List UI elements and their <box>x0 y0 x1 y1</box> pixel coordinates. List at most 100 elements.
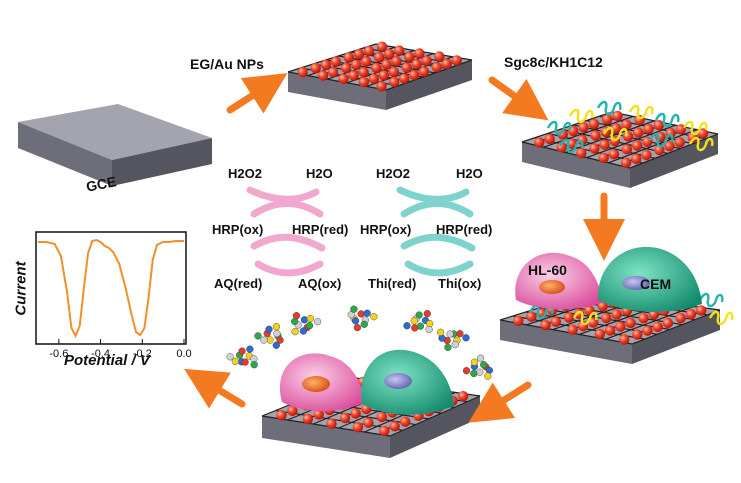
gold-nanoparticle <box>399 73 410 84</box>
left-cycle-h2o2: H2O2 <box>228 166 262 181</box>
probe-bead <box>246 345 254 353</box>
gold-nanoparticle <box>338 73 349 85</box>
gold-nanoparticle <box>654 144 665 156</box>
probe-bead <box>291 328 299 336</box>
right-cycle-thi-ox: Thi(ox) <box>438 276 482 291</box>
gold-nanoparticle <box>371 62 382 74</box>
gold-nanoparticle <box>632 140 643 151</box>
gold-nanoparticle <box>434 51 445 62</box>
gold-nanoparticle <box>589 143 600 154</box>
gold-nanoparticle <box>457 391 469 402</box>
gold-nanoparticle <box>526 311 537 322</box>
gold-nanoparticle <box>320 59 331 70</box>
graphene-line <box>608 129 698 164</box>
gold-nanoparticle <box>391 56 402 67</box>
electrode-gce <box>18 104 212 186</box>
aptamer-strand <box>682 120 708 136</box>
gold-nanoparticle <box>598 152 609 164</box>
gold-nanoparticle <box>674 137 685 148</box>
arrow-cells-to-final <box>468 381 532 423</box>
left-cycle-h2o: H2O <box>306 166 333 181</box>
gold-nanoparticle <box>411 58 422 70</box>
probe-bead <box>415 311 423 319</box>
gold-nanoparticle <box>544 133 555 145</box>
gold-nanoparticle <box>563 312 575 323</box>
plot-y-axis-label: Current <box>12 261 30 316</box>
nanoprobe-cluster <box>254 323 284 349</box>
probe-bead <box>462 334 470 342</box>
gold-nanoparticle <box>376 411 387 423</box>
graphene-line <box>389 395 481 437</box>
nanoprobe-cluster <box>226 345 258 369</box>
gold-nanoparticle <box>577 134 588 146</box>
gold-nanoparticle <box>394 45 405 56</box>
gold-nanoparticle <box>638 313 649 324</box>
x-tick-label: -0.6 <box>49 348 68 360</box>
gold-nanoparticle <box>696 305 707 316</box>
probe-bead <box>425 325 433 334</box>
probe-bead <box>306 315 315 323</box>
probe-bead <box>480 361 488 369</box>
nanoprobe-cluster <box>437 328 470 352</box>
teal-catalytic-cycle <box>396 186 476 277</box>
probe-bead <box>276 336 284 344</box>
probe-bead <box>484 372 492 380</box>
gold-nanoparticle <box>378 70 390 81</box>
probe-bead <box>260 336 268 344</box>
gold-nanoparticle <box>363 417 374 428</box>
right-cycle-h2o2: H2O2 <box>376 166 410 181</box>
probe-bead <box>299 327 308 335</box>
left-cycle-hrp-red: HRP(red) <box>292 222 349 237</box>
aptamer-strand <box>688 136 714 152</box>
aptamer-strand <box>572 310 598 326</box>
probe-bead <box>470 358 479 366</box>
probe-bead <box>250 361 258 369</box>
probe-bead <box>350 305 358 313</box>
process-arrows <box>184 73 625 423</box>
aptamer-strand <box>602 126 628 142</box>
gold-nanoparticle <box>351 59 362 70</box>
gold-nanoparticle <box>594 328 606 340</box>
gold-nanoparticle <box>599 139 610 150</box>
gold-nanoparticle <box>381 59 392 70</box>
gold-nanoparticle <box>566 138 578 149</box>
gold-nanoparticle <box>388 66 400 78</box>
probe-bead <box>360 320 368 328</box>
x-tick-label: 0.0 <box>176 348 191 360</box>
gold-nanoparticle <box>350 408 361 419</box>
gold-nanoparticle <box>642 325 653 336</box>
gold-nanoparticle <box>310 62 321 74</box>
gold-nanoparticle <box>409 69 420 81</box>
gold-nanoparticle <box>451 55 462 66</box>
gold-nanoparticle <box>353 48 365 60</box>
aptamer-strand <box>628 104 654 120</box>
probe-bead <box>273 330 281 338</box>
gold-nanoparticle <box>620 157 632 168</box>
probe-bead <box>403 322 411 330</box>
gold-nanoparticle <box>340 62 352 74</box>
gold-nanoparticle <box>619 334 630 345</box>
probe-bead <box>292 312 301 320</box>
gold-nanoparticle <box>368 73 380 84</box>
nanoprobe-cluster <box>462 354 494 380</box>
gold-nanoparticle <box>652 321 663 333</box>
gold-nanoparticle <box>622 131 634 142</box>
gold-nanoparticle <box>557 129 568 140</box>
probe-bead <box>254 332 262 340</box>
gold-nanoparticle <box>601 312 612 324</box>
surface-2 <box>521 110 719 169</box>
gold-nanoparticle <box>431 61 442 73</box>
label-sgc8c-kh1c12: Sgc8c/KH1C12 <box>504 54 603 70</box>
probe-bead <box>357 310 365 318</box>
gold-nanoparticle <box>567 324 578 335</box>
graphene-line <box>586 124 676 159</box>
probe-bead <box>300 316 309 324</box>
gold-nanoparticle <box>615 321 626 332</box>
arrow-final-to-plot <box>184 368 246 409</box>
graphene-line <box>521 111 613 143</box>
gold-nanoparticle <box>330 56 342 67</box>
probe-bead <box>477 354 485 362</box>
aptamer-strand <box>654 112 680 128</box>
gold-nanoparticle <box>404 51 415 63</box>
probe-bead <box>410 317 418 325</box>
